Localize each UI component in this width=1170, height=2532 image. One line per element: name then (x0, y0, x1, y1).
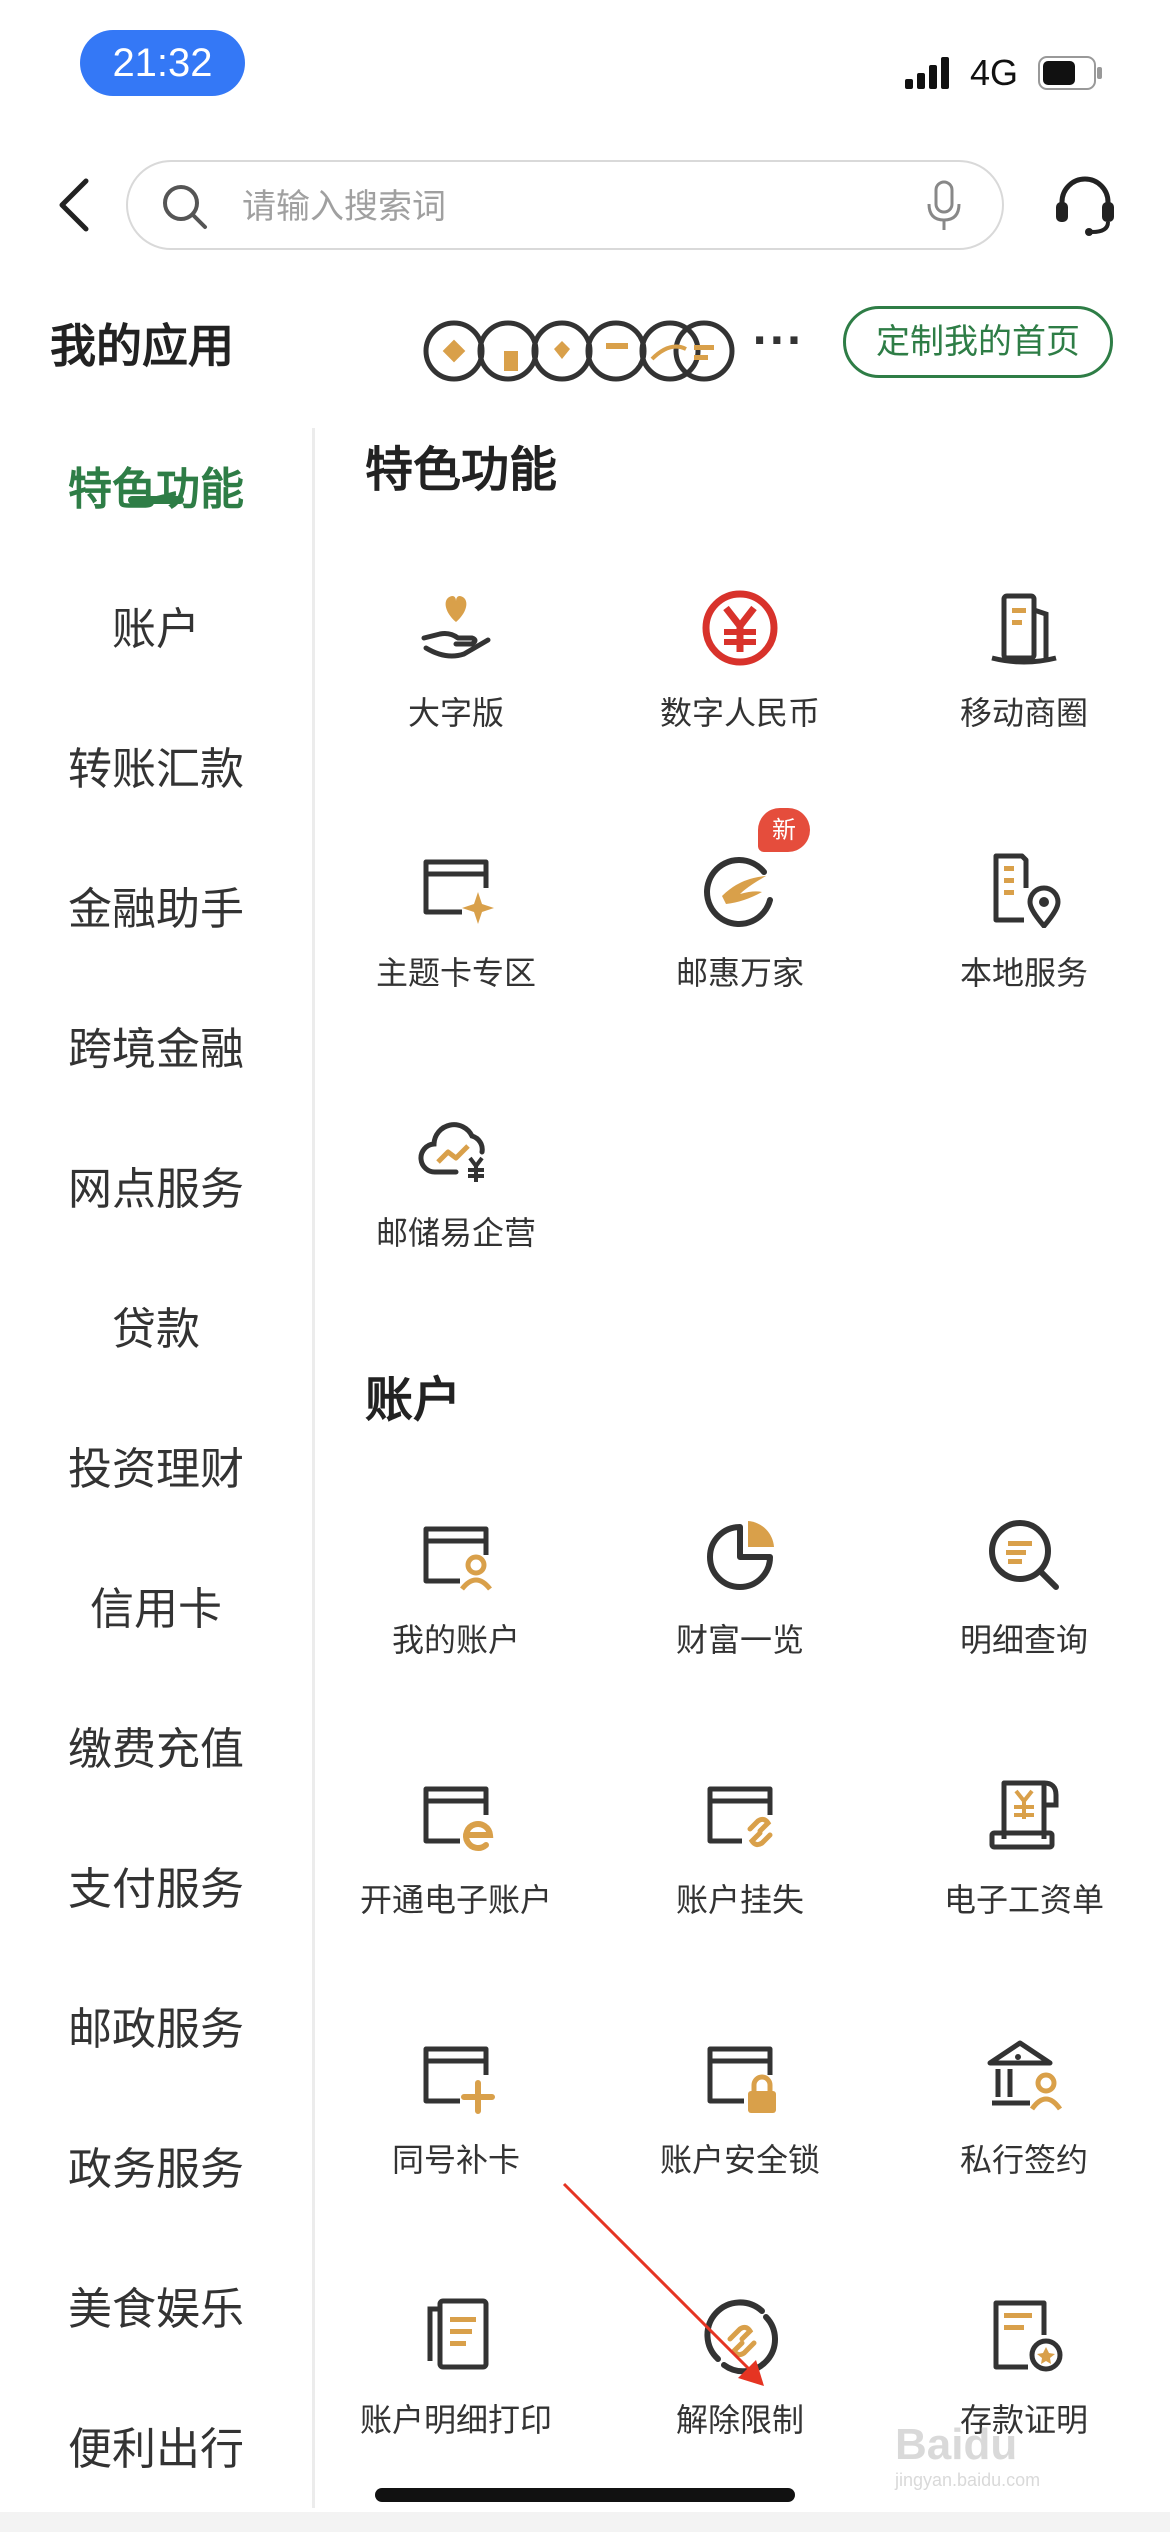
sidebar-item-payment-service[interactable]: 支付服务 (68, 1864, 244, 1915)
app-tile-label: 账户安全锁 (659, 2141, 820, 2179)
microphone-icon[interactable] (924, 180, 964, 232)
unlock-restriction-icon (704, 2299, 778, 2375)
postal-benefit-icon (704, 857, 773, 927)
app-tile-label: 明细查询 (959, 1621, 1088, 1659)
network-label: 4G (970, 52, 1019, 93)
app-tile-postal-benefit[interactable]: 新 邮惠万家 (600, 808, 880, 1048)
app-tile-label: 电子工资单 (943, 1881, 1104, 1919)
search-input[interactable] (240, 178, 884, 236)
app-tile-label: 主题卡专区 (375, 954, 536, 992)
sidebar-item-investment[interactable]: 投资理财 (68, 1444, 244, 1495)
section-title-account: 账户 (365, 1372, 462, 1428)
pie-chart-icon (707, 1521, 774, 1590)
app-tile-deposit-certificate[interactable]: 存款证明 (884, 2295, 1164, 2495)
back-icon[interactable] (50, 175, 100, 235)
sidebar-item-bill-payment[interactable]: 缴费充值 (68, 1724, 244, 1775)
status-time: 21:32 (80, 30, 245, 96)
app-tile-label: 邮惠万家 (675, 954, 804, 992)
app-tile-open-e-account[interactable]: 开通电子账户 (316, 1775, 596, 1975)
app-tile-wealth-overview[interactable]: 财富一览 (600, 1515, 880, 1715)
sidebar-item-account[interactable]: 账户 (112, 604, 200, 655)
status-bar: 21:32 4G (0, 0, 1170, 130)
sidebar-item-postal-service[interactable]: 邮政服务 (68, 2004, 244, 2055)
sidebar-item-transfer[interactable]: 转账汇款 (68, 744, 244, 795)
app-tile-theme-card[interactable]: 主题卡专区 (316, 848, 596, 1048)
app-tile-local-service[interactable]: 本地服务 (884, 848, 1164, 1048)
signal-icon (905, 57, 949, 89)
theme-card-icon (423, 859, 494, 924)
search-icon (163, 185, 207, 229)
app-tile-label: 同号补卡 (391, 2141, 520, 2179)
app-tile-mobile-mall[interactable]: 移动商圈 (884, 588, 1164, 788)
app-tile-private-banking[interactable]: 私行签约 (884, 2035, 1164, 2235)
app-tile-label: 私行签约 (959, 2141, 1088, 2179)
app-tile-my-account[interactable]: 我的账户 (316, 1515, 596, 1715)
section-title-featured: 特色功能 (365, 442, 558, 498)
customer-service-icon[interactable] (1052, 172, 1118, 238)
customize-homepage-button[interactable]: 定制我的首页 (843, 306, 1113, 378)
app-tile-label: 账户明细打印 (359, 2401, 552, 2439)
red-annotation-arrow (562, 2182, 764, 2386)
sidebar-item-financial-assistant[interactable]: 金融助手 (68, 884, 244, 935)
app-tile-e-payslip[interactable]: 电子工资单 (884, 1775, 1164, 1975)
my-account-icon (423, 1526, 492, 1591)
heart-hand-icon (421, 596, 491, 659)
home-indicator[interactable] (375, 2488, 795, 2502)
bottom-strip (0, 2512, 1170, 2532)
sidebar-item-credit-card[interactable]: 信用卡 (90, 1584, 222, 1635)
app-tile-reissue-card[interactable]: 同号补卡 (316, 2035, 596, 2235)
app-tile-remove-restriction[interactable]: 解除限制 (600, 2295, 880, 2495)
app-tile-label: 邮储易企营 (375, 1214, 536, 1252)
app-tile-label: 存款证明 (959, 2401, 1088, 2439)
search-bar[interactable] (126, 160, 1004, 250)
app-tile-label: 大字版 (407, 694, 504, 732)
my-apps-title: 我的应用 (50, 319, 234, 373)
sidebar-item-government[interactable]: 政务服务 (68, 2144, 244, 2195)
print-detail-icon (427, 2298, 489, 2370)
app-tile-psbc-enterprise[interactable]: 邮储易企营 (316, 1108, 596, 1308)
payslip-icon (989, 1780, 1059, 1850)
app-tile-label: 开通电子账户 (359, 1881, 552, 1919)
battery-icon (1038, 56, 1102, 90)
digital-rmb-icon (702, 590, 778, 666)
app-tile-detail-query[interactable]: 明细查询 (884, 1515, 1164, 1715)
building-icon (991, 593, 1057, 665)
sidebar-item-branch-service[interactable]: 网点服务 (68, 1164, 244, 1215)
app-tile-label: 账户挂失 (675, 1881, 804, 1919)
watermark-main: Baidu (895, 2420, 1018, 2469)
app-tile-report-loss[interactable]: 账户挂失 (600, 1775, 880, 1975)
sidebar-item-loan[interactable]: 贷款 (112, 1304, 200, 1355)
sidebar-item-cross-border[interactable]: 跨境金融 (68, 1024, 244, 1075)
watermark-sub: jingyan.baidu.com (895, 2470, 1041, 2490)
security-lock-icon (707, 2046, 776, 2113)
app-tile-security-lock[interactable]: 账户安全锁 (600, 2035, 880, 2235)
sidebar-divider (312, 428, 315, 2508)
app-tile-label: 财富一览 (675, 1621, 804, 1659)
app-tile-label: 我的账户 (391, 1621, 520, 1659)
sidebar-item-food-entertainment[interactable]: 美食娱乐 (68, 2284, 244, 2335)
report-loss-icon (707, 1786, 773, 1848)
detail-search-icon (989, 1520, 1059, 1590)
my-apps-thumbnails[interactable] (420, 315, 740, 385)
app-tile-label: 移动商圈 (959, 694, 1088, 732)
sidebar-item-travel[interactable]: 便利出行 (68, 2424, 244, 2475)
reissue-card-icon (423, 2046, 495, 2114)
e-account-icon (423, 1786, 494, 1852)
baidu-watermark: Baidu jingyan.baidu.com (895, 2420, 1155, 2500)
sidebar-item-featured[interactable]: 特色功能 (68, 464, 244, 515)
local-service-icon (993, 853, 1061, 928)
app-tile-digital-rmb[interactable]: 数字人民币 (600, 588, 880, 788)
active-tab-indicator (128, 496, 184, 504)
app-tile-label: 数字人民币 (659, 694, 820, 732)
private-bank-icon (987, 2040, 1063, 2111)
app-tile-label: 解除限制 (675, 2401, 804, 2439)
category-sidebar: 特色功能 账户 转账汇款 金融助手 跨境金融 网点服务 贷款 投资理财 信用卡 … (0, 420, 312, 2512)
app-tile-large-font[interactable]: 大字版 (316, 588, 596, 788)
deposit-certificate-icon (993, 2300, 1063, 2372)
cloud-business-icon (418, 1122, 485, 1182)
app-tile-label: 本地服务 (959, 954, 1088, 992)
app-tile-print-detail[interactable]: 账户明细打印 (316, 2295, 596, 2495)
new-badge: 新 (758, 808, 810, 852)
more-apps-button[interactable]: ··· (752, 318, 804, 364)
